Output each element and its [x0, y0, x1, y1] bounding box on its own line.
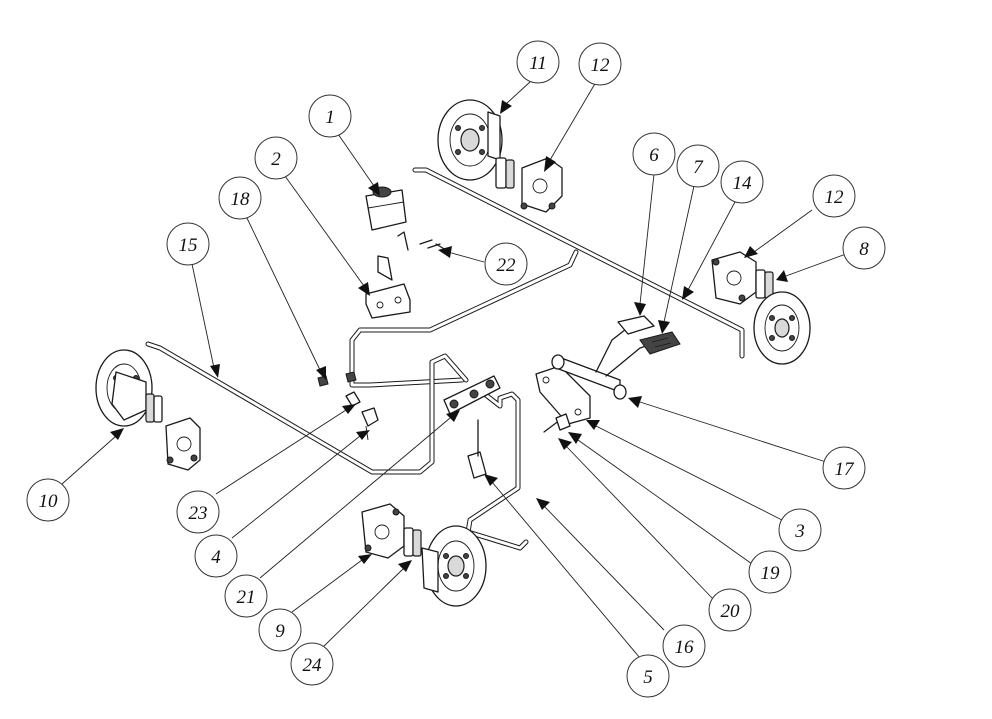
callout-7-label: 7 [693, 157, 704, 178]
front-left-brake-pad-b [153, 395, 163, 423]
fitting-18a [317, 375, 329, 387]
callout-18-label: 18 [231, 189, 251, 210]
rear-brake-pipe [412, 167, 745, 359]
callout-17: 17 [822, 446, 866, 490]
callout-bubbles: 1 2 3 4 5 6 7 8 9 10 11 12 12 14 15 16 1… [26, 40, 886, 698]
reservoir-bracket [365, 283, 411, 319]
callout-3-label: 3 [794, 521, 805, 542]
callout-20: 20 [708, 588, 752, 632]
callout-18: 18 [218, 176, 262, 220]
rear-left-brake-assembly [437, 99, 563, 213]
callout-11: 11 [516, 40, 560, 84]
callout-11-label: 11 [529, 53, 547, 74]
callout-4-label: 4 [211, 547, 221, 568]
proportioning-valve [467, 451, 487, 479]
callout-21-label: 21 [237, 587, 256, 608]
callout-20-label: 20 [721, 601, 741, 622]
callout-12-top: 12 [578, 42, 622, 86]
junction-fitting-4 [361, 407, 379, 427]
rear-left-disc-bracket [487, 111, 501, 161]
callout-6-label: 6 [649, 145, 659, 166]
clutch-pedal-pad [617, 315, 655, 335]
callout-5: 5 [626, 654, 670, 698]
callout-24-label: 24 [303, 655, 323, 676]
callout-9: 9 [258, 608, 302, 652]
callout-21: 21 [224, 574, 268, 618]
front-left-hub-bracket [111, 371, 147, 421]
callout-6: 6 [632, 132, 676, 176]
reservoir-hose [377, 231, 409, 281]
callout-23: 23 [176, 490, 220, 534]
callout-15-label: 15 [179, 235, 198, 256]
callout-10: 10 [26, 478, 70, 522]
front-left-brake-assembly [95, 349, 201, 471]
rear-left-caliper [521, 157, 563, 213]
front-right-brake-pad-a [403, 527, 414, 557]
reservoir-group [365, 186, 447, 319]
front-right-hub-bracket [421, 547, 439, 593]
rear-right-brake-assembly [711, 251, 811, 365]
callout-22-label: 22 [497, 255, 517, 276]
callout-2: 2 [254, 136, 298, 180]
callout-12-right-label: 12 [825, 187, 845, 208]
callout-19: 19 [748, 550, 792, 594]
pedal-bushing [613, 384, 627, 400]
callout-2-label: 2 [271, 149, 281, 170]
callout-8: 8 [842, 226, 886, 270]
rear-left-brake-pad-a [495, 157, 507, 189]
callout-23-label: 23 [189, 503, 208, 524]
callout-9-label: 9 [275, 621, 285, 642]
rear-left-brake-pad-b [505, 159, 515, 189]
callout-16-label: 16 [675, 637, 695, 658]
callout-16: 16 [662, 624, 706, 668]
pedal-linkage [467, 419, 487, 479]
rear-branch-pipe [349, 249, 579, 388]
rear-right-brake-pad-a [755, 269, 766, 299]
fitting-18b [345, 371, 357, 383]
pipe-fittings [317, 371, 379, 441]
callout-3: 3 [778, 508, 822, 552]
callout-19-label: 19 [761, 563, 781, 584]
master-cylinder [443, 375, 501, 415]
callout-12-top-label: 12 [591, 55, 611, 76]
hose-clips [419, 239, 447, 251]
callout-10-label: 10 [39, 491, 59, 512]
pushrod-clevis [555, 413, 571, 431]
callout-22: 22 [484, 242, 528, 286]
brake-lines [145, 167, 745, 551]
callout-15: 15 [166, 222, 210, 266]
pedal-assembly [535, 315, 681, 433]
callout-5-label: 5 [643, 667, 653, 688]
callout-4: 4 [194, 534, 238, 578]
callout-1-label: 1 [325, 107, 335, 128]
front-left-brake-pad-a [145, 393, 155, 423]
callout-14-label: 14 [733, 173, 753, 194]
tee-fitting-23 [345, 391, 361, 407]
callout-14: 14 [720, 160, 764, 204]
front-right-brake-pad-b [412, 529, 422, 557]
brake-pedal-pad [639, 331, 681, 355]
callout-7: 7 [676, 144, 720, 188]
callout-12-right: 12 [812, 174, 856, 218]
brake-pedal-arm [595, 325, 631, 373]
callout-1: 1 [308, 94, 352, 138]
callout-17-label: 17 [835, 459, 856, 480]
brake-pedal-arm-2 [605, 343, 653, 377]
leader-lines [61, 81, 847, 659]
front-right-brake-assembly [361, 503, 487, 607]
callout-8-label: 8 [859, 239, 869, 260]
callout-24: 24 [290, 642, 334, 686]
